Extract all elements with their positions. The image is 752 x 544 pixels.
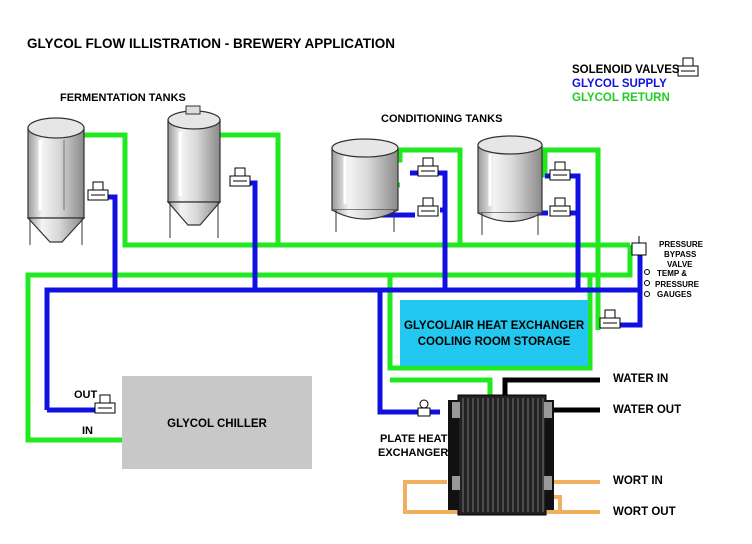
legend-solenoid-label: SOLENOID VALVES xyxy=(572,64,680,76)
temp-pressure-gauge-icon xyxy=(644,269,650,297)
plate-exchanger-label-1: PLATE HEAT xyxy=(380,433,448,445)
plate-exchanger-label-2: EXCHANGER xyxy=(378,447,449,459)
water-out-label: WATER OUT xyxy=(613,404,682,416)
chiller-in-label: IN xyxy=(82,425,93,437)
wort-in-label: WORT IN xyxy=(613,475,663,487)
gauges-label-1: TEMP & xyxy=(657,269,688,278)
gauges-label-3: GAUGES xyxy=(657,290,692,299)
conditioning-tanks-label: CONDITIONING TANKS xyxy=(381,113,503,125)
conditioning-tank-2 xyxy=(477,135,543,235)
legend-return-label: GLYCOL RETURN xyxy=(572,92,670,104)
heat-exchanger-label-1: GLYCOL/AIR HEAT EXCHANGER xyxy=(404,320,585,332)
legend-supply-label: GLYCOL SUPPLY xyxy=(572,78,667,90)
solenoid-valve-icon xyxy=(87,57,699,414)
fermentation-tanks-label: FERMENTATION TANKS xyxy=(60,92,186,104)
glycol-air-heat-exchanger xyxy=(400,300,588,366)
fermentation-tank-2 xyxy=(166,105,222,238)
chiller-label: GLYCOL CHILLER xyxy=(167,418,267,430)
wort-out-label: WORT OUT xyxy=(613,506,676,518)
gauges-label-2: PRESSURE xyxy=(655,280,700,289)
glycol-chiller xyxy=(122,376,312,469)
pressure-bypass-valve-icon xyxy=(631,236,647,256)
plate-heat-exchanger xyxy=(448,394,554,516)
water-in-label: WATER IN xyxy=(613,373,669,385)
page-title: GLYCOL FLOW ILLISTRATION - BREWERY APPLI… xyxy=(27,36,395,51)
chiller-out-label: OUT xyxy=(74,389,98,401)
heat-exchanger-label-2: COOLING ROOM STORAGE xyxy=(417,336,571,348)
bypass-valve-label-3: VALVE xyxy=(667,260,693,269)
bypass-valve-label-1: PRESSURE xyxy=(659,240,704,249)
plate-valve-icon xyxy=(417,399,431,417)
conditioning-tank-1 xyxy=(331,138,399,232)
fermentation-tank-1 xyxy=(26,117,86,245)
bypass-valve-label-2: BYPASS xyxy=(664,250,697,259)
